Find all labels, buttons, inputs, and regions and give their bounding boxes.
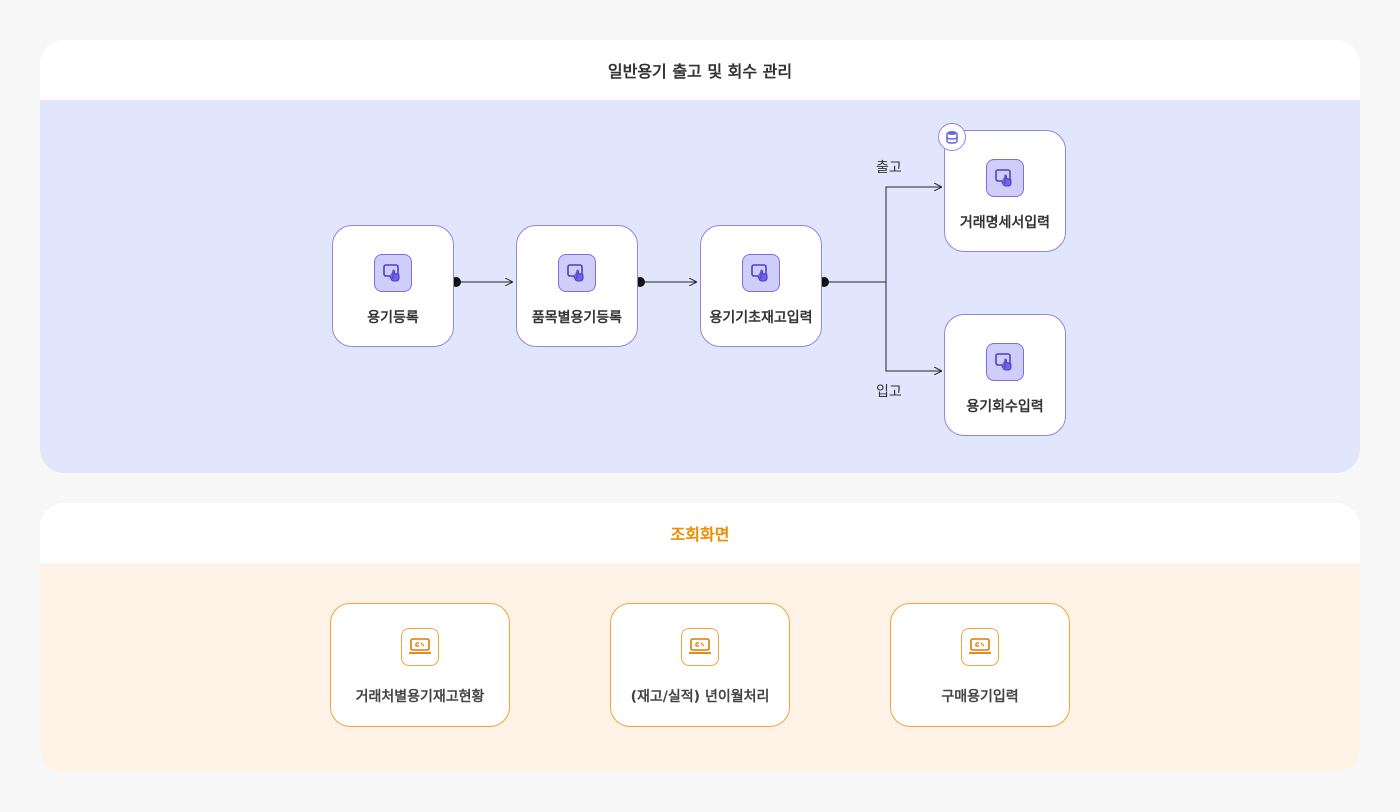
- node-label: (재고/실적) 년이월처리: [630, 689, 770, 705]
- touch-screen-icon: [986, 159, 1024, 197]
- inquiry-screens-panel: 조회화면 거래처별용기재고현황 (재고/실적) 년이월처리 구매용기입력: [40, 503, 1360, 772]
- touch-screen-icon: [558, 254, 596, 292]
- touch-screen-icon: [742, 254, 780, 292]
- branch-label-out: 출고: [876, 160, 902, 176]
- node-item-container-registration[interactable]: 품목별용기등록: [516, 225, 638, 347]
- node-container-registration[interactable]: 용기등록: [332, 225, 454, 347]
- monitor-icon: [401, 628, 439, 666]
- node-year-carryover[interactable]: (재고/실적) 년이월처리: [610, 603, 790, 727]
- node-container-return-input[interactable]: 용기회수입력: [944, 314, 1066, 436]
- node-label: 구매용기입력: [941, 689, 1019, 705]
- node-label: 용기회수입력: [966, 399, 1044, 415]
- node-label: 용기기초재고입력: [709, 310, 813, 326]
- arrow-3-in: [885, 282, 941, 371]
- node-label: 용기등록: [367, 310, 419, 326]
- node-initial-stock-input[interactable]: 용기기초재고입력: [700, 225, 822, 347]
- container-management-panel: 일반용기 출고 및 회수 관리 용기등록: [40, 40, 1360, 473]
- node-transaction-statement-input[interactable]: 거래명세서입력: [944, 130, 1066, 252]
- touch-screen-icon: [374, 254, 412, 292]
- panel-title: 일반용기 출고 및 회수 관리: [40, 40, 1360, 100]
- database-icon: [938, 123, 966, 151]
- branch-label-in: 입고: [876, 384, 902, 400]
- arrow-3-out: [824, 187, 941, 283]
- node-label: 거래처별용기재고현황: [355, 689, 485, 705]
- touch-screen-icon: [986, 343, 1024, 381]
- node-label: 품목별용기등록: [531, 310, 623, 326]
- node-label: 거래명세서입력: [959, 215, 1051, 231]
- inquiry-list: 거래처별용기재고현황 (재고/실적) 년이월처리 구매용기입력: [40, 563, 1360, 772]
- panel-title: 조회화면: [40, 503, 1360, 563]
- monitor-icon: [681, 628, 719, 666]
- monitor-icon: [961, 628, 999, 666]
- flow-diagram: 용기등록 품목별용기등록 용기기초재고입력 거래명세서입력: [40, 100, 1360, 473]
- node-purchase-container-input[interactable]: 구매용기입력: [890, 603, 1070, 727]
- node-stock-by-client[interactable]: 거래처별용기재고현황: [330, 603, 510, 727]
